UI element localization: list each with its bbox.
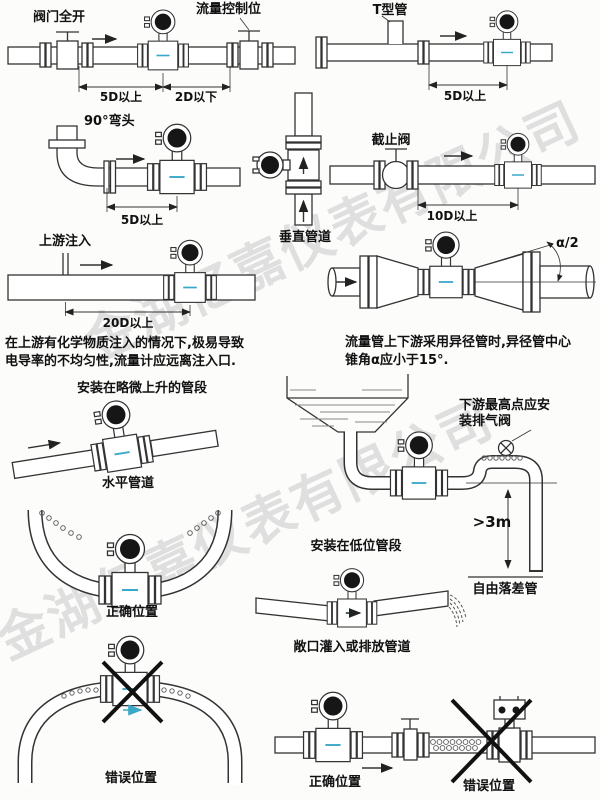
stop-valve-icon	[381, 160, 411, 190]
diagram-upstream-injection: 上游注入 20D以上 在上游有化学物质注入的情况下,极易导致 电导率的不均匀性,…	[5, 233, 256, 369]
t-pipe-label: T型管	[373, 2, 408, 18]
diagram-90-elbow: 90°弯头 5D以上	[48, 113, 241, 227]
flowmeter-icon	[483, 10, 531, 67]
reducer-note-line2: 锥角α应小于15°.	[345, 352, 448, 368]
horizontal-pipe-label: 水平管道	[102, 475, 154, 491]
rising-title: 安装在略微上升的管段	[77, 380, 207, 396]
watermark-text: 金湖亿嘉仪表有限公司	[74, 91, 590, 374]
flowmeter-icon	[417, 231, 475, 299]
cone-angle-label: α/2	[556, 236, 579, 251]
reducer-cone	[376, 255, 419, 309]
injection-label: 上游注入	[39, 233, 91, 249]
diagram-rising-section: 安装在略微上升的管段 水平管道	[11, 380, 219, 491]
cross-out-icon	[101, 660, 164, 724]
dim-20d-label: 20D以上	[103, 315, 154, 330]
dim-5d-label: 5D以上	[121, 212, 163, 227]
diagram-valve-full-open: 阀门全开 流量控制位 5D以上 2D以下	[7, 1, 296, 104]
dim-5d-label: 5D以上	[444, 88, 486, 103]
transmitter-head-icon	[261, 156, 279, 174]
dim-2d-label: 2D以下	[175, 90, 217, 104]
flowmeter-icon	[136, 9, 190, 71]
air-valve-note-line1: 下游最高点应安	[459, 397, 550, 413]
diagram-u-bend-correct: 正确位置	[27, 509, 233, 620]
free-fall-pipe-label: 自由落差管	[472, 581, 537, 597]
wrong-position-label: 错误位置	[105, 770, 157, 786]
correct-position-label: 正确位置	[106, 604, 158, 620]
gate-valve-icon	[403, 728, 418, 761]
injection-note-line2: 电导率的不均匀性,流量计应远离注入口.	[5, 353, 236, 369]
watermark-text: 金湖亿嘉仪表有限公司	[0, 389, 503, 672]
valve-open-label: 阀门全开	[33, 9, 85, 25]
reducer-note-line1: 流量管上下游采用异径管时,异径管中心	[345, 334, 571, 350]
dim-10d-label: 10D以上	[427, 208, 478, 223]
diagram-stop-valve: 截止阀 10D以上	[329, 132, 596, 223]
diagram-vertical-pipe: 垂直管道	[252, 92, 331, 245]
low-section-label: 安装在低位管段	[310, 538, 401, 554]
gate-valve-icon	[56, 40, 79, 70]
wrong-position-label: 错误位置	[463, 778, 515, 794]
diagram-t-pipe: T型管 5D以上	[315, 2, 553, 103]
injection-note-line1: 在上游有化学物质注入的情况下,极易导致	[5, 335, 245, 351]
height-dim-label: >3m	[473, 513, 512, 531]
flow-arrow-icon	[27, 439, 62, 450]
air-valve-note-line2: 装排气阀	[458, 413, 511, 429]
dim-5d-label: 5D以上	[100, 89, 142, 104]
diagram-tank-high-point: 下游最高点应安 装排气阀 >3m 自由落差管 安装在低位管段	[286, 374, 557, 597]
flow-control-label: 流量控制位	[196, 1, 261, 17]
control-valve-icon	[239, 40, 259, 70]
diagram-arch-wrong: 错误位置	[17, 635, 243, 786]
diagram-reducer: α/2 流量管上下游采用异径管时,异径管中心 锥角α应小于15°.	[327, 231, 596, 368]
flowmeter-icon	[302, 691, 364, 763]
stop-valve-label: 截止阀	[371, 132, 410, 148]
diagram-open-discharge: 敞口灌入或排放管道	[255, 567, 467, 655]
flowmeter-icon	[146, 123, 208, 195]
correct-position-label: 正确位置	[309, 774, 361, 790]
cross-out-icon	[450, 698, 533, 784]
flowmeter-icon	[326, 567, 378, 628]
flowmeter-icon	[83, 395, 155, 476]
elbow-label: 90°弯头	[84, 113, 135, 129]
vertical-pipe-label: 垂直管道	[279, 229, 331, 245]
tank-icon	[286, 374, 409, 433]
diagram-valve-downstream: 正确位置 错误位置	[274, 691, 596, 794]
open-discharge-label: 敞口灌入或排放管道	[293, 639, 410, 655]
